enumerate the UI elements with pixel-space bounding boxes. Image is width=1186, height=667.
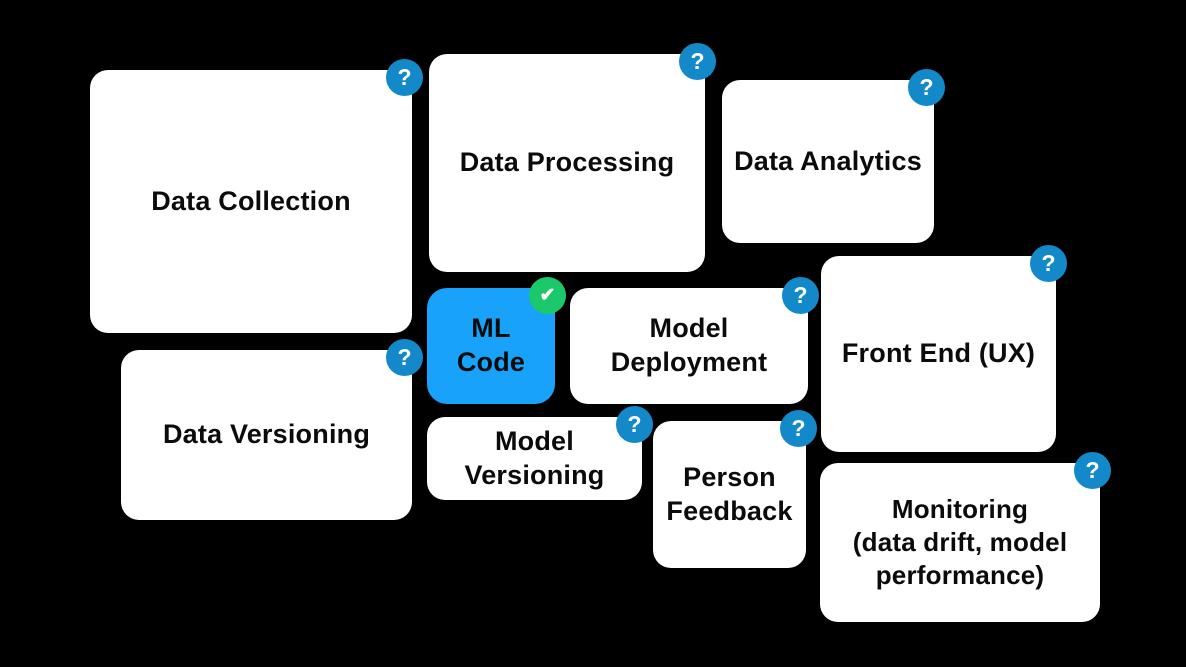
card-label: Monitoring (data drift, model performanc… [852,493,1068,591]
question-icon[interactable]: ? [386,339,423,376]
card-model-versioning[interactable]: Model Versioning ? [427,406,653,500]
card-label: Model Versioning [464,425,605,490]
card-label: Data Versioning [162,419,371,450]
question-icon[interactable]: ? [616,406,653,443]
question-icon[interactable]: ? [1030,245,1067,282]
card-label: Model Deployment [610,313,768,377]
card-front-end[interactable]: Front End (UX) ? [821,245,1067,452]
check-icon: ✔ [529,277,566,314]
card-data-analytics[interactable]: Data Analytics ? [722,69,945,243]
card-label: Data Collection [151,185,351,216]
card-label: ML Code [456,313,526,377]
card-data-processing[interactable]: Data Processing ? [429,43,716,272]
card-model-deployment[interactable]: Model Deployment ? [570,277,819,404]
card-data-collection[interactable]: Data Collection ? [90,59,423,333]
card-monitoring[interactable]: Monitoring (data drift, model performanc… [820,452,1111,622]
question-icon[interactable]: ? [1074,452,1111,489]
card-label: Person Feedback [666,461,793,526]
question-icon[interactable]: ? [386,59,423,96]
question-icon[interactable]: ? [780,410,817,447]
card-data-versioning[interactable]: Data Versioning ? [121,339,423,520]
question-icon[interactable]: ? [679,43,716,80]
card-label: Data Processing [459,147,675,178]
question-icon[interactable]: ? [782,277,819,314]
card-label: Front End (UX) [841,338,1036,369]
question-icon[interactable]: ? [908,69,945,106]
card-label: Data Analytics [734,145,922,176]
card-person-feedback[interactable]: Person Feedback ? [653,410,817,568]
card-ml-code[interactable]: ML Code ✔ [427,277,566,404]
